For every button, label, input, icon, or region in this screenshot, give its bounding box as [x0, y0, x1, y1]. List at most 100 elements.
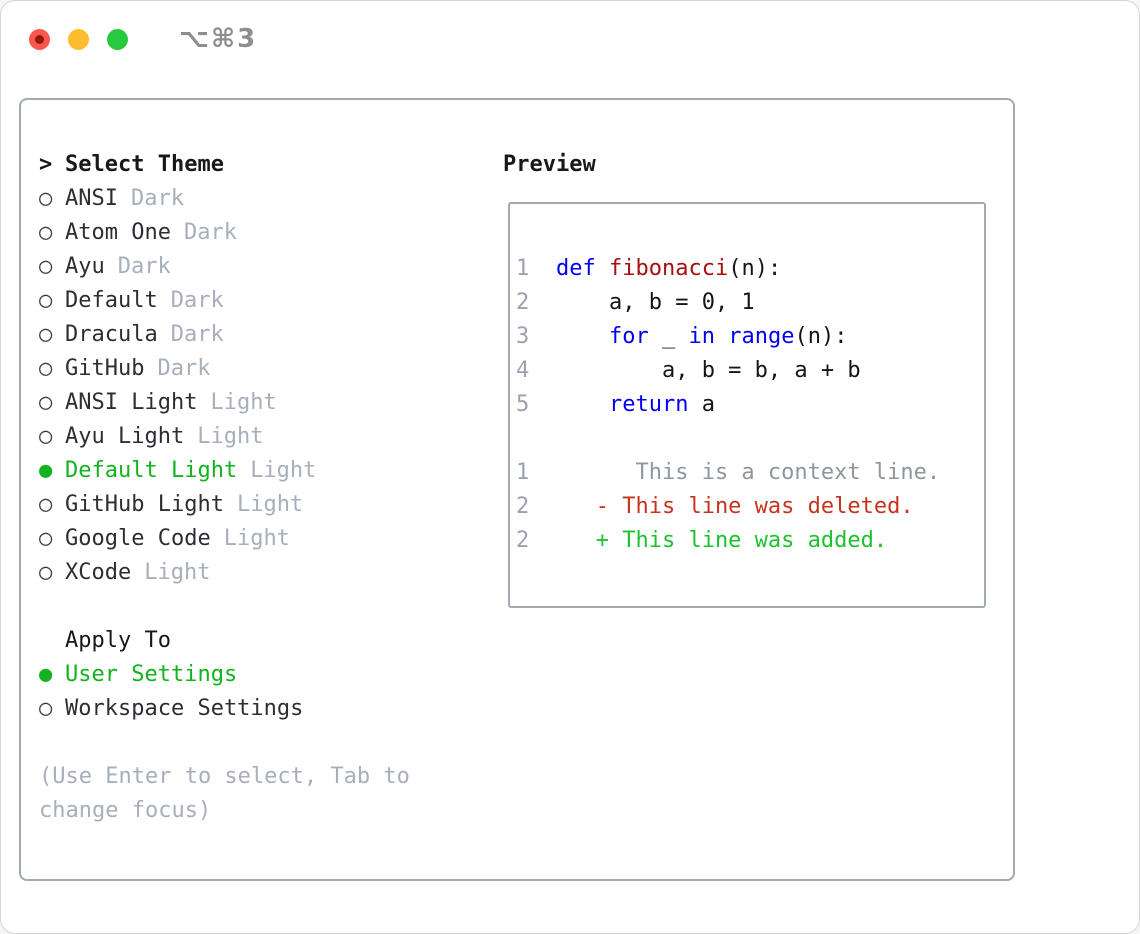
- preview-title: Preview: [503, 152, 596, 177]
- titlebar: ⌥⌘3: [29, 24, 257, 54]
- radio-unselected-icon: ○: [39, 186, 53, 211]
- line-number: 3: [516, 324, 530, 349]
- option-label: GitHub Light: [65, 492, 224, 517]
- theme-variant-label: Dark: [170, 322, 224, 347]
- option-label: Default Light: [65, 458, 238, 483]
- theme-variant-label: Dark: [170, 288, 224, 313]
- theme-option-ansi-light[interactable]: ○ ANSI Light Light: [39, 386, 503, 420]
- preview-line: 2 + This line was added.: [516, 524, 984, 558]
- theme-option-dracula[interactable]: ○ Dracula Dark: [39, 318, 503, 352]
- code-segment-added: + This line was added.: [556, 528, 888, 553]
- code-segment-deleted: - This line was deleted.: [556, 494, 914, 519]
- theme-variant-label: Light: [210, 390, 277, 415]
- select-theme-header: > Select Theme: [39, 148, 503, 182]
- radio-selected-icon: ●: [39, 662, 53, 687]
- help-text-line-2: change focus): [39, 798, 212, 823]
- cursor-icon: >: [39, 152, 53, 177]
- preview-line: 3 for _ in range(n):: [516, 320, 984, 354]
- spacer: [39, 726, 503, 760]
- theme-option-github[interactable]: ○ GitHub Dark: [39, 352, 503, 386]
- radio-unselected-icon: ○: [39, 356, 53, 381]
- code-segment-keyword: in: [688, 324, 715, 349]
- option-label: Atom One: [65, 220, 171, 245]
- theme-variant-label: Dark: [130, 186, 184, 211]
- option-label: XCode: [65, 560, 132, 585]
- line-number: 1: [516, 256, 530, 281]
- preview-line: 2 - This line was deleted.: [516, 490, 984, 524]
- option-label: Default: [65, 288, 158, 313]
- radio-unselected-icon: ○: [39, 322, 53, 347]
- code-segment-plain: a, b = 0, 1: [556, 290, 755, 315]
- radio-unselected-icon: ○: [39, 254, 53, 279]
- code-segment-plain: [596, 252, 609, 286]
- theme-variant-label: Dark: [183, 220, 237, 245]
- theme-variant-label: Light: [236, 492, 304, 517]
- code-segment-plain: _: [648, 324, 689, 349]
- theme-option-github-light[interactable]: ○ GitHub Light Light: [39, 488, 503, 522]
- theme-variant-label: Light: [197, 424, 264, 449]
- marker-spacer: [39, 624, 65, 658]
- code-segment-plain: [556, 388, 609, 422]
- code-segment-keyword: for: [608, 324, 649, 349]
- preview-line: 4 a, b = b, a + b: [516, 354, 984, 388]
- apply-to-title: Apply To: [65, 628, 171, 653]
- code-segment-plain: a: [688, 392, 715, 417]
- option-label: ANSI Light: [65, 390, 198, 415]
- radio-selected-icon: ●: [39, 458, 53, 483]
- apply-option-workspace-settings[interactable]: ○ Workspace Settings: [39, 692, 503, 726]
- option-label: ANSI: [65, 186, 118, 211]
- line-number: 2: [516, 290, 530, 315]
- option-label: Workspace Settings: [65, 696, 304, 721]
- theme-variant-label: Light: [223, 526, 290, 551]
- theme-variant-label: Light: [144, 560, 211, 585]
- theme-option-xcode[interactable]: ○ XCode Light: [39, 556, 503, 590]
- code-segment-function: fibonacci: [609, 256, 729, 281]
- option-label: Dracula: [65, 322, 158, 347]
- code-segment-keyword: def: [556, 256, 596, 281]
- option-label: User Settings: [65, 662, 238, 687]
- theme-variant-label: Dark: [117, 254, 171, 279]
- window-shortcut-label: ⌥⌘3: [179, 24, 258, 54]
- code-segment-plain: a, b = b, a + b: [556, 358, 861, 383]
- minimize-button-icon[interactable]: [68, 28, 89, 50]
- option-label: GitHub: [65, 356, 145, 381]
- code-segment-plain: [556, 320, 609, 354]
- theme-option-atom-one[interactable]: ○ Atom One Dark: [39, 216, 503, 250]
- option-label: Google Code: [65, 526, 211, 551]
- preview-line: 1 This is a context line.: [516, 456, 984, 490]
- preview-line: 2 a, b = 0, 1: [516, 286, 984, 320]
- radio-unselected-icon: ○: [39, 696, 53, 721]
- apply-to-list: ● User Settings ○ Workspace Settings: [39, 658, 503, 726]
- line-number: 4: [516, 358, 530, 383]
- radio-unselected-icon: ○: [39, 390, 53, 415]
- theme-option-ansi[interactable]: ○ ANSI Dark: [39, 182, 503, 216]
- theme-variant-label: Light: [250, 458, 317, 483]
- line-number: [516, 422, 556, 456]
- line-number: 1: [516, 460, 530, 485]
- theme-variant-label: Dark: [157, 356, 211, 381]
- apply-option-user-settings[interactable]: ● User Settings: [39, 658, 503, 692]
- code-segment-keyword: range: [728, 324, 795, 349]
- code-segment-plain: [715, 320, 728, 354]
- theme-option-default-light[interactable]: ● Default Light Light: [39, 454, 503, 488]
- radio-unselected-icon: ○: [39, 220, 53, 245]
- radio-unselected-icon: ○: [39, 424, 53, 449]
- line-number: 2: [516, 528, 530, 553]
- code-segment-plain: (n):: [794, 324, 848, 349]
- radio-unselected-icon: ○: [39, 288, 53, 313]
- spacer: [39, 590, 503, 624]
- radio-unselected-icon: ○: [39, 492, 53, 517]
- close-button-icon[interactable]: [29, 28, 50, 50]
- theme-option-default[interactable]: ○ Default Dark: [39, 284, 503, 318]
- radio-unselected-icon: ○: [39, 560, 53, 585]
- zoom-button-icon[interactable]: [107, 28, 128, 50]
- line-number: 5: [516, 392, 530, 417]
